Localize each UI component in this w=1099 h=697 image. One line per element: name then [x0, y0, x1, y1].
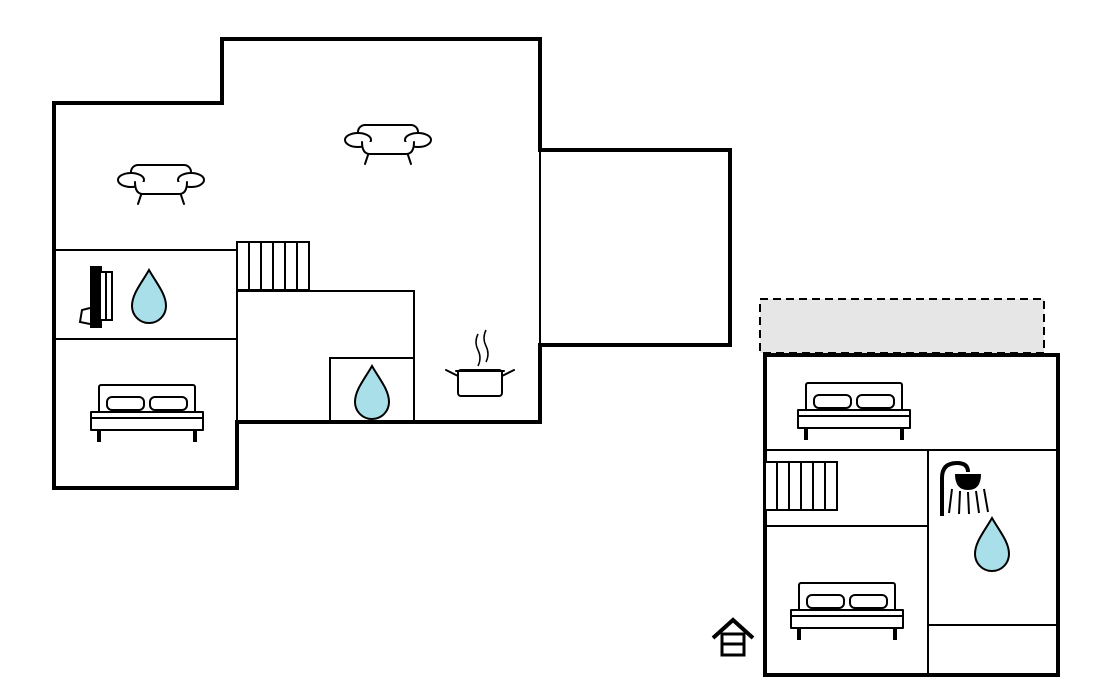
double-bed-icon: [90, 384, 204, 443]
radiator-icon: [78, 266, 113, 328]
sofa-icon: [344, 124, 432, 165]
water-drop-icon: [354, 365, 390, 420]
water-drop-icon: [974, 517, 1010, 572]
annex-building: [711, 298, 1060, 677]
annex-outer-wall: [763, 353, 1060, 677]
interior-wall: [329, 357, 415, 423]
sofa-icon: [117, 164, 205, 205]
cooking-pot-icon: [445, 329, 515, 397]
entrance-house-icon: [711, 617, 755, 657]
staircase-icon: [236, 241, 310, 291]
terrace: [759, 298, 1045, 354]
double-bed-icon: [797, 382, 911, 441]
water-drop-icon: [131, 269, 167, 324]
main-building-outer-wall: [52, 37, 732, 490]
staircase-icon: [764, 461, 838, 511]
main-building: [52, 37, 732, 490]
double-bed-icon: [790, 582, 904, 641]
shower-icon: [940, 460, 989, 516]
